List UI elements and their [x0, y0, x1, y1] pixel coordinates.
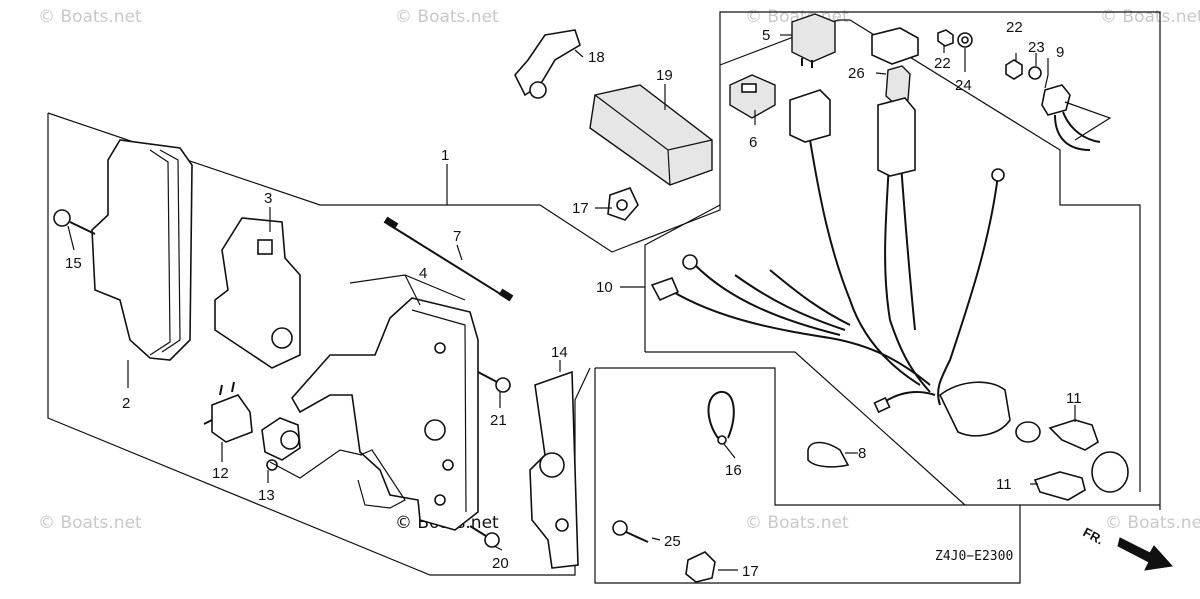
- band-8[interactable]: [807, 441, 850, 468]
- watermark: © Boats.net: [38, 7, 142, 27]
- clip-18[interactable]: [514, 29, 581, 99]
- callout-14: 14: [551, 344, 568, 361]
- callout-24: 24: [955, 77, 972, 94]
- group-outlines: [47, 11, 1161, 584]
- control-box-4[interactable]: [291, 297, 479, 531]
- bolt-21[interactable]: [477, 371, 511, 393]
- callout-5: 5: [762, 27, 770, 44]
- foam-19[interactable]: [589, 84, 713, 186]
- callout-12: 12: [212, 465, 229, 482]
- clamp-16[interactable]: [707, 390, 735, 445]
- connector-6[interactable]: [729, 74, 776, 119]
- callout-3: 3: [264, 190, 272, 207]
- diagram-code: Z4J0−E2300: [935, 549, 1013, 564]
- switch-13[interactable]: [261, 417, 301, 471]
- watermark: © Boats.net: [395, 7, 499, 27]
- callout-7: 7: [453, 228, 461, 245]
- control-box-cover[interactable]: [91, 139, 193, 361]
- bracket-3[interactable]: [214, 217, 301, 369]
- callout-15: 15: [65, 255, 82, 272]
- fuse-26[interactable]: [885, 65, 911, 105]
- screw-15[interactable]: [53, 209, 96, 235]
- callout-9: 9: [1056, 44, 1064, 61]
- callout-17-lower: 17: [742, 563, 759, 580]
- callout-2: 2: [122, 395, 130, 412]
- callout-18: 18: [588, 49, 605, 66]
- washer-23[interactable]: [1028, 66, 1042, 80]
- watermarks: © Boats.net © Boats.net © Boats.net © Bo…: [38, 7, 1200, 533]
- callout-11-lower: 11: [996, 476, 1012, 493]
- key-11-lower[interactable]: [1033, 471, 1086, 501]
- watermark: © Boats.net: [745, 513, 849, 533]
- fuse-holder[interactable]: [871, 27, 919, 65]
- callout-13: 13: [258, 487, 275, 504]
- callout-1: 1: [441, 147, 449, 164]
- bolt-20[interactable]: [469, 525, 500, 548]
- cable-7[interactable]: [383, 216, 514, 302]
- key-11-upper[interactable]: [1048, 419, 1099, 451]
- callout-17-upper: 17: [572, 200, 589, 217]
- callout-16: 16: [725, 462, 742, 479]
- nut-22-lower[interactable]: [1005, 59, 1023, 80]
- callout-11-upper: 11: [1066, 390, 1082, 407]
- watermark: © Boats.net: [1100, 7, 1200, 27]
- arrow-icon: [1117, 537, 1173, 571]
- clip-17-lower[interactable]: [685, 551, 716, 583]
- callout-23: 23: [1028, 39, 1045, 56]
- callout-19: 19: [656, 67, 673, 84]
- callout-22-upper: 22: [934, 55, 951, 72]
- callout-10: 10: [596, 279, 613, 296]
- callout-8: 8: [858, 445, 866, 462]
- wiring-harness-10[interactable]: [650, 89, 1005, 414]
- callout-labels: 1 2 3 4 5 6 7 8 9 10 11 11 12 13 14 15 1…: [65, 19, 1082, 580]
- callout-4: 4: [419, 265, 427, 282]
- gasket-14[interactable]: [529, 370, 579, 569]
- clip-17-upper[interactable]: [607, 187, 639, 221]
- ignition-switch[interactable]: [938, 381, 1129, 493]
- nut-22-upper[interactable]: [937, 29, 954, 47]
- switch-12[interactable]: [203, 381, 253, 443]
- washer-24[interactable]: [957, 32, 973, 48]
- watermark: © Boats.net: [38, 513, 142, 533]
- callout-6: 6: [749, 134, 757, 151]
- callout-20: 20: [492, 555, 509, 572]
- watermark: © Boats.net: [1105, 513, 1200, 533]
- callout-26: 26: [848, 65, 865, 82]
- fr-label: FR.: [1081, 524, 1107, 547]
- callout-22-lower: 22: [1006, 19, 1023, 36]
- bolt-25[interactable]: [612, 520, 649, 543]
- callout-25: 25: [664, 533, 681, 550]
- relay-5[interactable]: [791, 13, 836, 68]
- callout-21: 21: [490, 412, 507, 429]
- sensor-9[interactable]: [1041, 84, 1101, 151]
- leader-lines: [67, 34, 1112, 571]
